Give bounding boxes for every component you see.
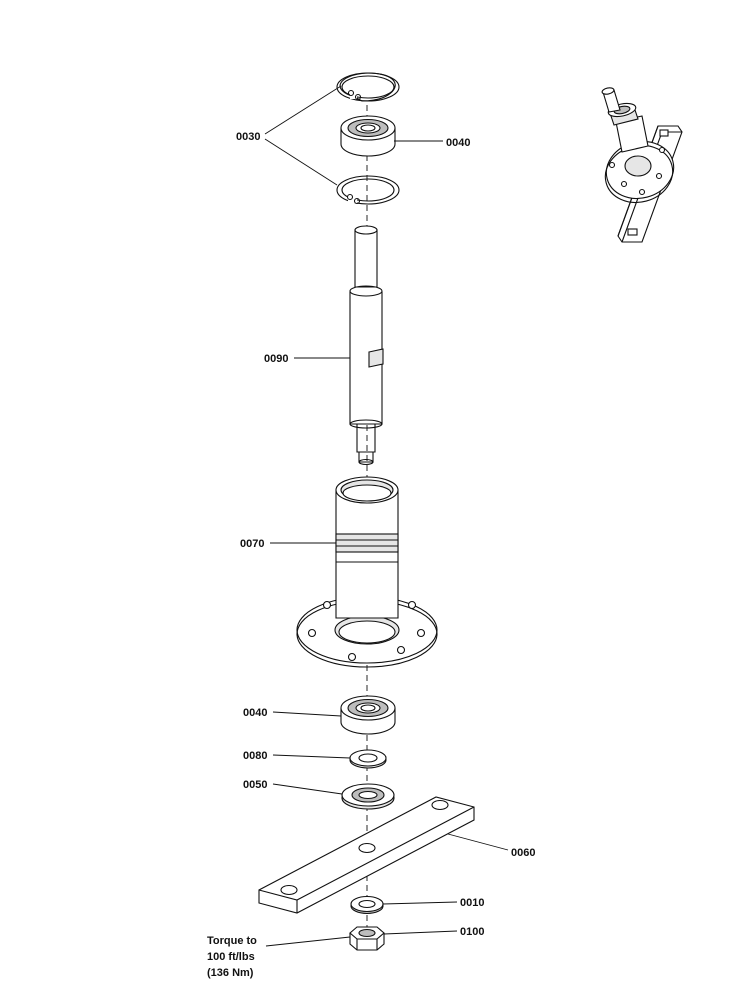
label-0040-upper: 0040	[446, 137, 470, 149]
label-0080: 0080	[243, 750, 267, 762]
label-0010: 0010	[460, 897, 484, 909]
leader-0030-upper	[264, 85, 342, 135]
leader-torque	[265, 936, 351, 947]
leader-0100	[383, 930, 458, 935]
label-0100: 0100	[460, 926, 484, 938]
lock-washer	[350, 895, 384, 915]
label-0060: 0060	[511, 847, 535, 859]
torque-note-line2: 100 ft/lbs	[207, 951, 255, 963]
label-0040-lower: 0040	[243, 707, 267, 719]
blade-adapter-bar	[258, 796, 475, 914]
leader-0050	[272, 783, 343, 795]
retaining-ring-upper	[336, 72, 400, 102]
leader-0030-lower	[264, 138, 338, 186]
leader-0080	[272, 754, 351, 759]
leader-0060	[447, 833, 509, 851]
bearing-lower	[340, 695, 396, 735]
label-0090: 0090	[264, 353, 288, 365]
label-0050: 0050	[243, 779, 267, 791]
spindle-shaft	[349, 225, 384, 466]
retaining-ring-lower	[336, 175, 400, 205]
leader-0040-lower	[272, 711, 342, 717]
leader-0010	[382, 901, 458, 905]
bearing-upper	[340, 115, 396, 157]
label-0030: 0030	[236, 131, 260, 143]
torque-note-line3: (136 Nm)	[207, 967, 254, 979]
hex-nut	[349, 926, 385, 951]
spindle-housing	[296, 476, 438, 668]
label-0070: 0070	[240, 538, 264, 550]
spacer-washer	[349, 749, 387, 769]
torque-note-line1: Torque to	[207, 935, 257, 947]
flanged-spacer	[341, 783, 395, 810]
assembly-inset-view	[601, 87, 683, 243]
